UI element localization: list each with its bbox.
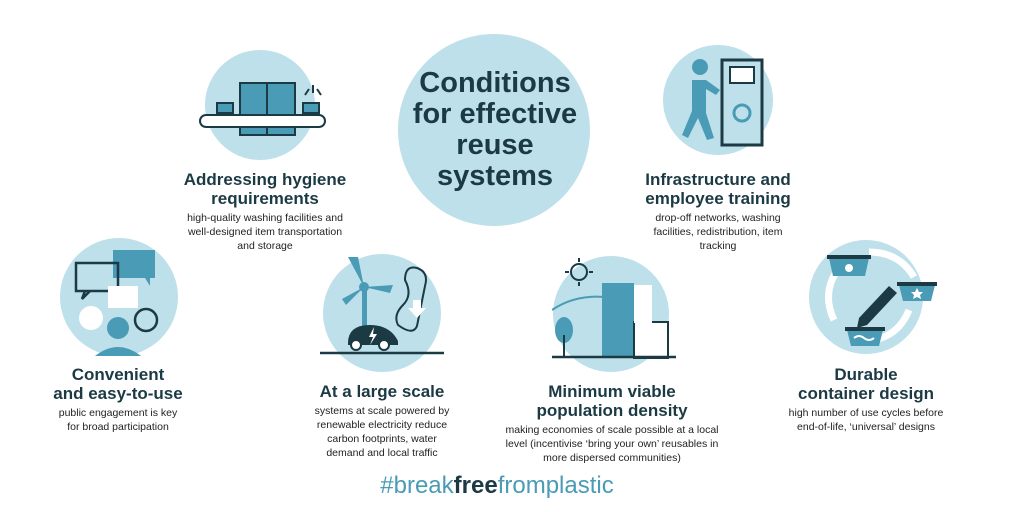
center-title: Conditions for effective reuse systems [412, 67, 578, 192]
hashtag-bold: free [453, 472, 498, 499]
wind-turbine-electric-car-icon [320, 257, 444, 355]
condition-title: Addressing hygiene requirements [183, 170, 347, 208]
condition-title: Durable container design [797, 365, 935, 403]
center-circle [398, 34, 590, 226]
condition-title: Minimum viable population density [536, 382, 688, 420]
washing-conveyor-icon [199, 82, 326, 136]
hashtag: #breakfreefromplastic [0, 472, 994, 500]
condition-title: Infrastructure and employee training [645, 170, 791, 208]
city-buildings-icon [552, 258, 676, 359]
condition-desc: public engagement is key for broad parti… [58, 407, 178, 433]
hashtag-prefix: #break [380, 472, 454, 499]
condition-title: Convenient and easy-to-use [53, 365, 183, 403]
condition-desc: high-quality washing facilities and well… [187, 212, 343, 252]
condition-title: At a large scale [319, 382, 445, 401]
reverse-vending-machine-icon [682, 58, 764, 147]
condition-desc: systems at scale powered by renewable el… [314, 405, 450, 459]
condition-desc: making economies of scale possible at a … [505, 424, 719, 464]
condition-desc: high number of use cycles before end-of-… [788, 407, 944, 433]
reusable-containers-cycle-icon [825, 248, 937, 346]
hashtag-suffix: fromplastic [497, 472, 614, 499]
condition-desc: drop-off networks, washing facilities, r… [653, 212, 783, 252]
speech-bubbles-people-icon [74, 250, 159, 356]
